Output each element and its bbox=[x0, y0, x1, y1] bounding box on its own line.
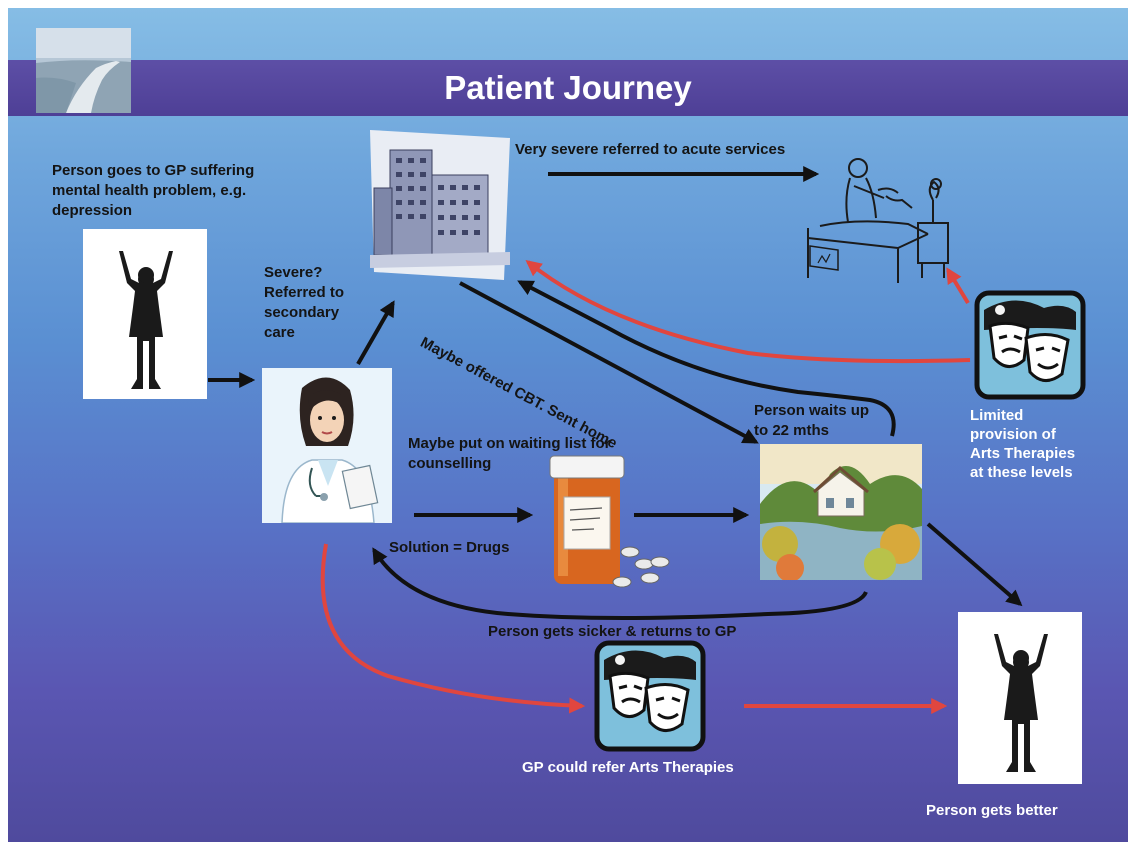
slide: Patient Journey bbox=[8, 8, 1128, 842]
hospital-bed-icon bbox=[798, 138, 958, 288]
slide-title: Patient Journey bbox=[444, 69, 692, 106]
arrow-hospital-to-house bbox=[459, 281, 759, 444]
acute-label: Very severe referred to acute services bbox=[515, 141, 786, 158]
road-landscape-icon bbox=[36, 28, 131, 113]
flow-arrows bbox=[208, 166, 1023, 714]
arrow-house-to-better bbox=[926, 522, 1023, 607]
gp-intro-label: Person goes to GP suffering mental healt… bbox=[52, 162, 255, 219]
waiting-list-label: Maybe put on waiting list for counsellin… bbox=[408, 435, 611, 472]
arrow-house-to-gp bbox=[372, 547, 868, 620]
title-band bbox=[8, 60, 1128, 116]
pill-bottle-icon bbox=[544, 452, 674, 594]
drugs-label: Solution = Drugs bbox=[389, 539, 510, 556]
severe-label: Severe? Referred to secondary care bbox=[264, 264, 345, 341]
limited-provision-label: Limited provision of Arts Therapies at t… bbox=[970, 407, 1076, 481]
gp-refer-label: GP could refer Arts Therapies bbox=[522, 759, 734, 776]
doctor-icon bbox=[262, 368, 392, 523]
hospital-building-icon bbox=[370, 130, 510, 282]
waits-label: Person waits up to 22 mths bbox=[754, 402, 870, 439]
person-arms-raised-icon bbox=[83, 229, 207, 399]
better-label: Person gets better bbox=[926, 802, 1058, 819]
arrow-doctor-to-masks bbox=[320, 543, 586, 714]
arrow-masks-to-bed bbox=[946, 267, 970, 305]
theatre-masks-icon bbox=[974, 290, 1086, 400]
arrow-doctor-to-hospital bbox=[356, 300, 395, 365]
theatre-masks-icon bbox=[594, 640, 706, 752]
sicker-label: Person gets sicker & returns to GP bbox=[488, 623, 737, 640]
person-arms-raised-icon bbox=[958, 612, 1082, 784]
arrow-house-to-hospital bbox=[517, 280, 896, 437]
arrow-masks-to-hospital bbox=[525, 260, 971, 364]
house-landscape-icon bbox=[760, 444, 922, 580]
